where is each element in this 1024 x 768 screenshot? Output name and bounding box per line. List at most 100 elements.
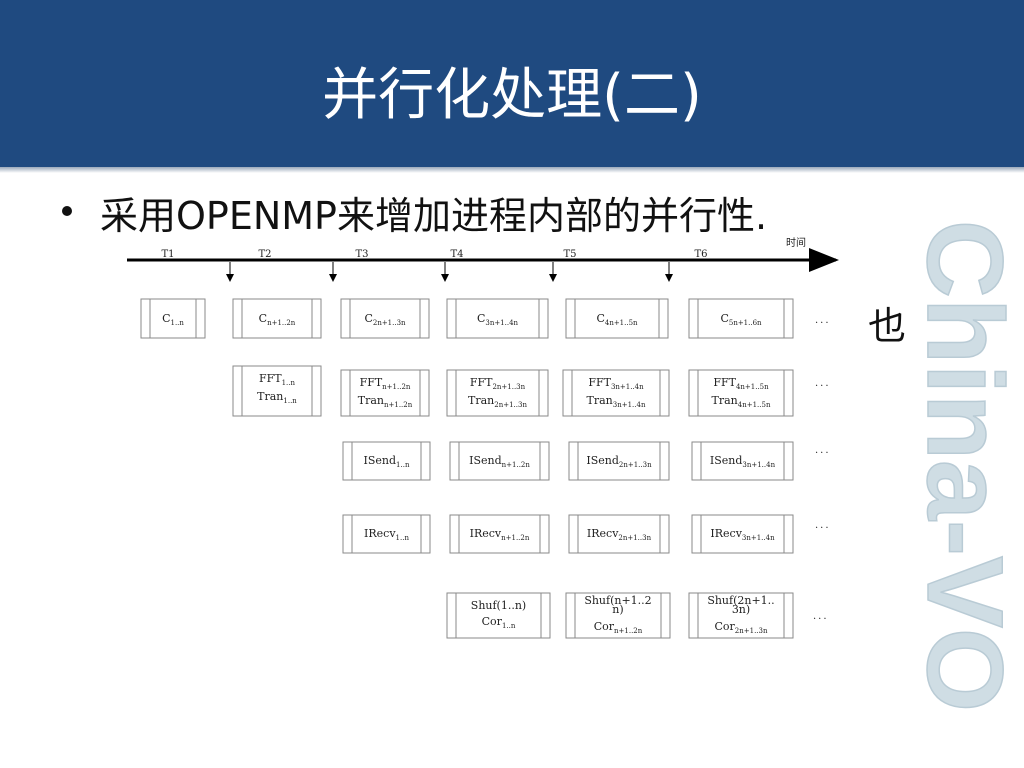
continuation-ellipsis: ... bbox=[815, 315, 831, 326]
isend-box: ISend1..n bbox=[342, 441, 431, 481]
isend-box-frame bbox=[449, 441, 550, 481]
isend-box-frame bbox=[342, 441, 431, 481]
fft-box-line1: FFT1..n bbox=[259, 372, 296, 387]
fft-box-line1: FFT4n+1..5n bbox=[713, 376, 769, 391]
compute-box-frame bbox=[446, 298, 549, 339]
stage-start-arrowhead bbox=[226, 274, 234, 282]
continuation-ellipsis: ... bbox=[815, 378, 831, 389]
shuffle-box-line2: Cor1..n bbox=[482, 615, 516, 630]
irecv-box-label: IRecv2n+1..3n bbox=[587, 527, 652, 542]
time-tick-label: T1 bbox=[161, 249, 174, 260]
fft-box-line1: FFTn+1..2n bbox=[360, 376, 411, 391]
isend-box-label: ISend2n+1..3n bbox=[586, 454, 652, 469]
compute-box-label: C3n+1..4n bbox=[477, 312, 519, 327]
shuffle-box-frame bbox=[688, 592, 794, 639]
shuffle-box: Shuf(n+1..2n) Corn+1..2n bbox=[565, 592, 671, 639]
shuffle-box-line1: Shuf(1..n) bbox=[471, 599, 526, 612]
fft-box-frame bbox=[232, 365, 322, 417]
irecv-box: IRecv1..n bbox=[342, 514, 431, 554]
fft-box-line2: Tran2n+1..3n bbox=[468, 394, 527, 409]
irecv-box-frame bbox=[342, 514, 431, 554]
compute-box: C1..n bbox=[140, 298, 206, 339]
shuffle-box-line1b: 3n) bbox=[732, 603, 750, 616]
isend-box: ISendn+1..2n bbox=[449, 441, 550, 481]
compute-box-label: C4n+1..5n bbox=[596, 312, 638, 327]
irecv-box-frame bbox=[691, 514, 794, 554]
watermark-text: China-VO bbox=[905, 220, 1020, 712]
slide-title: 并行化处理(二) bbox=[322, 63, 702, 128]
stage-start-arrowhead bbox=[665, 274, 673, 282]
compute-box: C5n+1..6n bbox=[688, 298, 794, 339]
fft-box-frame bbox=[340, 369, 430, 417]
irecv-box-label: IRecvn+1..2n bbox=[470, 527, 530, 542]
time-tick-label: T3 bbox=[355, 249, 368, 260]
irecv-box-label: IRecv3n+1..4n bbox=[710, 527, 775, 542]
shuffle-box-line1b: n) bbox=[612, 603, 623, 616]
isend-box-label: ISend3n+1..4n bbox=[710, 454, 776, 469]
isend-box-label: ISend1..n bbox=[364, 454, 410, 469]
compute-box: C2n+1..3n bbox=[340, 298, 430, 339]
compute-box-label: Cn+1..2n bbox=[259, 312, 296, 327]
compute-box-label: C1..n bbox=[162, 312, 184, 327]
shuffle-box-line1a: Shuf(2n+1.. bbox=[707, 594, 774, 607]
stage-start-arrowhead bbox=[441, 274, 449, 282]
irecv-box-frame bbox=[449, 514, 550, 554]
shuffle-box-line1a: Shuf(n+1..2 bbox=[584, 594, 651, 607]
china-vo-watermark: China-VO bbox=[904, 219, 1020, 713]
bullet-text: 采用OPENMP来增加进程内部的并行性. bbox=[100, 194, 768, 238]
shuffle-box-frame bbox=[565, 592, 671, 639]
compute-box-label: C5n+1..6n bbox=[720, 312, 762, 327]
compute-box-label: C2n+1..3n bbox=[364, 312, 406, 327]
fft-box-line1: FFT3n+1..4n bbox=[588, 376, 644, 391]
time-tick-label: T5 bbox=[563, 249, 576, 260]
compute-box-frame bbox=[688, 298, 794, 339]
continuation-ellipsis: ... bbox=[815, 520, 831, 531]
fft-box-line2: Trann+1..2n bbox=[358, 394, 413, 409]
fft-box-line2: Tran3n+1..4n bbox=[587, 394, 646, 409]
continuation-ellipsis: ... bbox=[813, 611, 829, 622]
time-tick-label: T4 bbox=[450, 249, 463, 260]
time-tick-label: T2 bbox=[258, 249, 271, 260]
time-tick-label: T6 bbox=[694, 249, 707, 260]
bullet-dot bbox=[62, 206, 72, 216]
irecv-box-label: IRecv1..n bbox=[364, 527, 409, 542]
shuffle-box-frame bbox=[446, 592, 551, 639]
fft-box-frame bbox=[446, 369, 549, 417]
fft-box-line2: Tran4n+1..5n bbox=[712, 394, 771, 409]
title-bar bbox=[0, 0, 1024, 167]
shuffle-box: Shuf(1..n) Cor1..n bbox=[446, 592, 551, 639]
compute-box-frame bbox=[232, 298, 322, 339]
stage-start-arrowhead bbox=[329, 274, 337, 282]
fft-box-frame bbox=[688, 369, 794, 417]
shuffle-box-line2: Corn+1..2n bbox=[594, 620, 643, 635]
shuffle-box-line2: Cor2n+1..3n bbox=[714, 620, 767, 635]
fft-box-frame bbox=[562, 369, 670, 417]
shuffle-box: Shuf(2n+1..3n) Cor2n+1..3n bbox=[688, 592, 794, 639]
compute-box-frame bbox=[565, 298, 669, 339]
irecv-box: IRecvn+1..2n bbox=[449, 514, 550, 554]
irecv-box-frame bbox=[568, 514, 670, 554]
stage-start-arrowhead bbox=[549, 274, 557, 282]
fft-box-line2: Tran1..n bbox=[257, 390, 297, 405]
compute-box: C4n+1..5n bbox=[565, 298, 669, 339]
time-axis-label: 时间 bbox=[786, 236, 806, 249]
isend-box: ISend2n+1..3n bbox=[568, 441, 670, 481]
title-bar-shadow bbox=[0, 167, 1024, 173]
isend-box-frame bbox=[691, 441, 794, 481]
irecv-box: IRecv3n+1..4n bbox=[691, 514, 794, 554]
fft-box-line1: FFT2n+1..3n bbox=[470, 376, 526, 391]
compute-box-frame bbox=[140, 298, 206, 339]
bullet-continuation-char: 也 bbox=[868, 304, 907, 348]
isend-box-label: ISendn+1..2n bbox=[469, 454, 530, 469]
isend-box: ISend3n+1..4n bbox=[691, 441, 794, 481]
compute-box: C3n+1..4n bbox=[446, 298, 549, 339]
continuation-ellipsis: ... bbox=[815, 445, 831, 456]
compute-box: Cn+1..2n bbox=[232, 298, 322, 339]
irecv-box: IRecv2n+1..3n bbox=[568, 514, 670, 554]
compute-box-frame bbox=[340, 298, 430, 339]
